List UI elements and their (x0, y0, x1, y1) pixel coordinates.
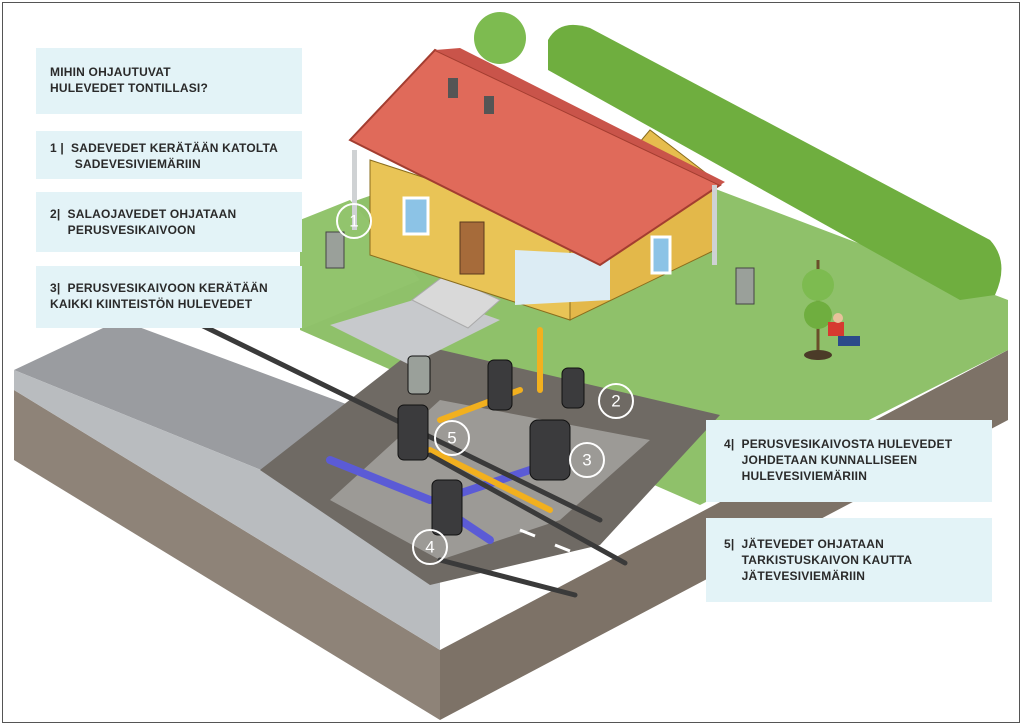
marker-4: 4 (412, 529, 448, 565)
gardener-figure (802, 260, 860, 360)
rain-water-well (735, 267, 755, 305)
title-line-2: HULEVEDET TONTILLASI? (50, 81, 208, 95)
item-box-3: 3| PERUSVESIKAIVOON KERÄTÄÄN KAIKKI KIIN… (36, 266, 302, 328)
item-box-2: 2| SALAOJAVEDET OHJATAAN PERUSVESIKAIVOO… (36, 192, 302, 252)
downspout (712, 185, 717, 265)
item-4-line-2: JOHDETAAN KUNNALLISEEN (724, 453, 918, 467)
title-line-1: MIHIN OHJAUTUVAT (50, 65, 171, 79)
roof-vent (484, 96, 494, 114)
item-5-line-3: JÄTEVESIVIEMÄRIIN (724, 569, 866, 583)
buried-mains (147, 297, 628, 598)
road-markings (169, 333, 571, 553)
item-1-line-2: SADEVESIVIEMÄRIIN (50, 157, 201, 171)
sidewalk (14, 370, 440, 650)
item-5-line-2: TARKISTUSKAIVON KAUTTA (724, 553, 913, 567)
item-box-4: 4| PERUSVESIKAIVOSTA HULEVEDET JOHDETAAN… (706, 420, 992, 502)
item-3-line-2: KAIKKI KIINTEISTÖN HULEVEDET (50, 297, 253, 311)
side-window (650, 235, 672, 275)
marker-5: 5 (434, 420, 470, 456)
inspection-wells (397, 355, 585, 536)
item-box-1: 1 | SADEVEDET KERÄTÄÄN KATOLTA SADEVESIV… (36, 131, 302, 179)
item-2-line-2: PERUSVESIKAIVOON (50, 223, 196, 237)
marker-1-label: 1 (349, 212, 358, 231)
front-door (459, 221, 485, 275)
item-4-line-3: HULEVESIVIEMÄRIIN (724, 469, 868, 483)
marker-1: 1 (336, 203, 372, 239)
marker-3: 3 (569, 442, 605, 478)
house-cutaway (515, 250, 610, 305)
rain-water-well (325, 231, 345, 269)
item-5-line-1: 5| JÄTEVEDET OHJATAAN (724, 537, 885, 551)
item-3-line-1: 3| PERUSVESIKAIVOON KERÄTÄÄN (50, 281, 268, 295)
marker-2-label: 2 (611, 392, 620, 411)
marker-2: 2 (598, 383, 634, 419)
marker-3-label: 3 (582, 451, 591, 470)
marker-5-label: 5 (447, 429, 456, 448)
downspout (352, 150, 357, 230)
marker-4-label: 4 (425, 538, 434, 557)
front-window (402, 196, 430, 236)
title-box: MIHIN OHJAUTUVAT HULEVEDET TONTILLASI? (36, 48, 302, 114)
item-2-line-1: 2| SALAOJAVEDET OHJATAAN (50, 207, 237, 221)
item-4-line-1: 4| PERUSVESIKAIVOSTA HULEVEDET (724, 437, 953, 451)
roof-ridge (435, 48, 725, 185)
soil-front-face (14, 390, 440, 720)
entrance-steps (411, 274, 501, 329)
background-tree (474, 12, 526, 64)
item-box-5: 5| JÄTEVEDET OHJATAAN TARKISTUSKAIVON KA… (706, 518, 992, 602)
roof-vent (448, 78, 458, 98)
hedge (548, 24, 1002, 300)
item-1-line-1: 1 | SADEVEDET KERÄTÄÄN KATOLTA (50, 141, 279, 155)
